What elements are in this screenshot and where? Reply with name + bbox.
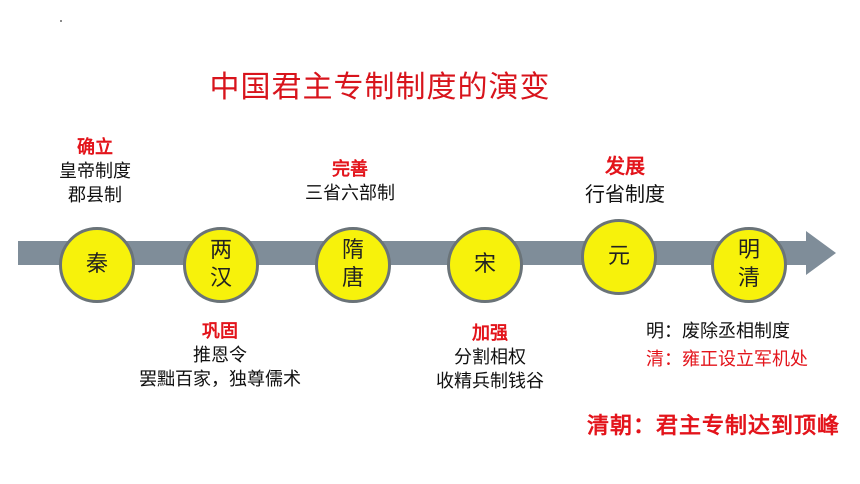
- timeline-shaft: [18, 241, 808, 265]
- stage-heading: 完善: [332, 159, 368, 180]
- node-qin: 秦: [59, 227, 135, 303]
- ming-note: 明：废除丞相制度: [646, 321, 790, 342]
- stage-note-qin: 确立 皇帝制度 郡县制: [30, 136, 160, 208]
- stage-heading: 巩固: [202, 321, 238, 342]
- stage-line: 收精兵制钱谷: [436, 371, 544, 392]
- qing-note: 清：雍正设立军机处: [646, 349, 808, 370]
- stage-heading: 确立: [77, 137, 113, 158]
- conclusion-text: 清朝：君主专制达到顶峰: [586, 414, 840, 439]
- node-yuan: 元: [581, 219, 657, 295]
- stage-line: 皇帝制度: [59, 161, 131, 182]
- stage-heading: 发展: [605, 154, 645, 178]
- stage-line: 郡县制: [68, 185, 122, 206]
- node-mingqing: 明清: [711, 227, 787, 303]
- stage-note-mingqing: 明：废除丞相制度 清：雍正设立军机处: [646, 318, 808, 374]
- node-label: 两汉: [209, 238, 232, 291]
- node-song: 宋: [447, 227, 523, 303]
- node-label: 隋唐: [341, 238, 364, 291]
- node-label: 明清: [737, 238, 760, 291]
- stage-line: 三省六部制: [305, 183, 395, 204]
- timeline-arrowhead: [806, 231, 836, 275]
- stage-note-suitang: 完善 三省六部制: [270, 158, 430, 206]
- node-label: 秦: [85, 252, 108, 277]
- stage-heading: 加强: [472, 323, 508, 344]
- page-title: 中国君主专制制度的演变: [209, 70, 551, 105]
- node-label: 元: [607, 244, 630, 269]
- stage-note-yuan: 发展 行省制度: [555, 152, 695, 208]
- stage-line: 推恩令: [193, 345, 247, 366]
- node-suitang: 隋唐: [315, 227, 391, 303]
- node-label: 宋: [473, 252, 496, 277]
- stage-line: 分割相权: [454, 347, 526, 368]
- decorative-dot: [60, 20, 62, 22]
- stage-note-song: 加强 分割相权 收精兵制钱谷: [405, 322, 575, 394]
- stage-note-han: 巩固 推恩令 罢黜百家，独尊儒术: [110, 320, 330, 392]
- stage-line: 罢黜百家，独尊儒术: [139, 369, 301, 390]
- stage-line: 行省制度: [585, 182, 665, 206]
- node-han: 两汉: [183, 227, 259, 303]
